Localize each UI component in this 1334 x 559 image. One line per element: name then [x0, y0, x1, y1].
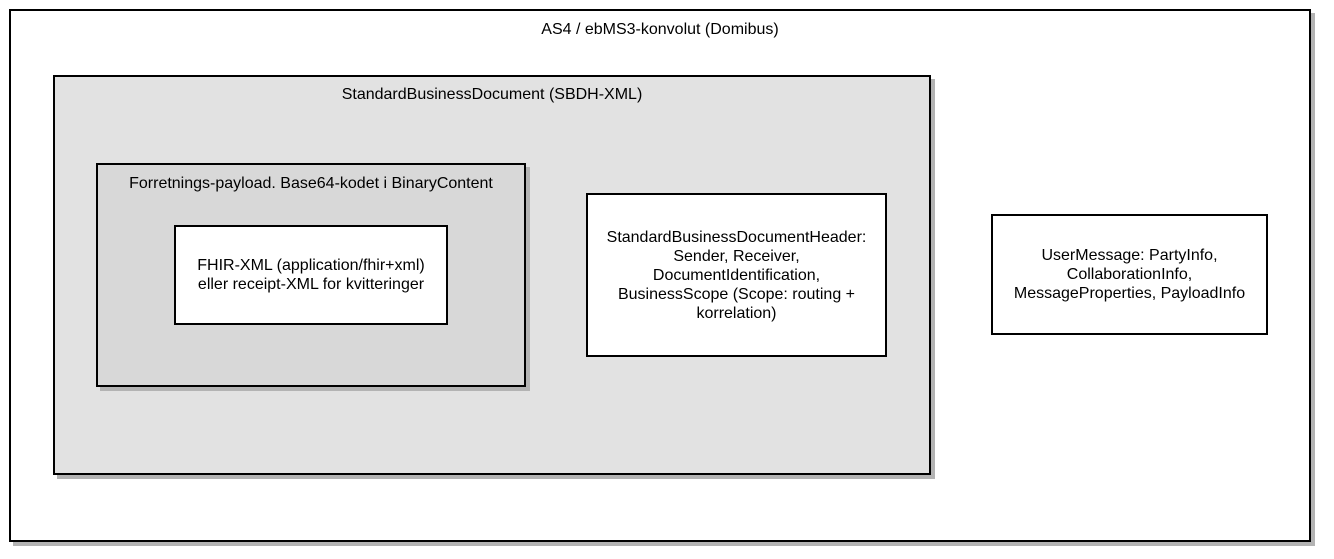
standard-business-document-title: StandardBusinessDocument (SBDH-XML) — [341, 86, 643, 103]
sbdh-header-box: StandardBusinessDocumentHeader: Sender, … — [586, 193, 887, 357]
fhir-xml-label: FHIR-XML (application/fhir+xml) eller re… — [197, 257, 425, 293]
as4-envelope-title: AS4 / ebMS3-konvolut (Domibus) — [541, 21, 779, 38]
sbdh-header-label: StandardBusinessDocumentHeader: Sender, … — [606, 228, 867, 322]
user-message-box: UserMessage: PartyInfo, CollaborationInf… — [991, 214, 1268, 335]
fhir-xml-box: FHIR-XML (application/fhir+xml) eller re… — [174, 225, 448, 325]
business-payload-title: Forretnings-payload. Base64-kodet i Bina… — [129, 175, 493, 192]
user-message-label: UserMessage: PartyInfo, CollaborationInf… — [1013, 247, 1246, 302]
